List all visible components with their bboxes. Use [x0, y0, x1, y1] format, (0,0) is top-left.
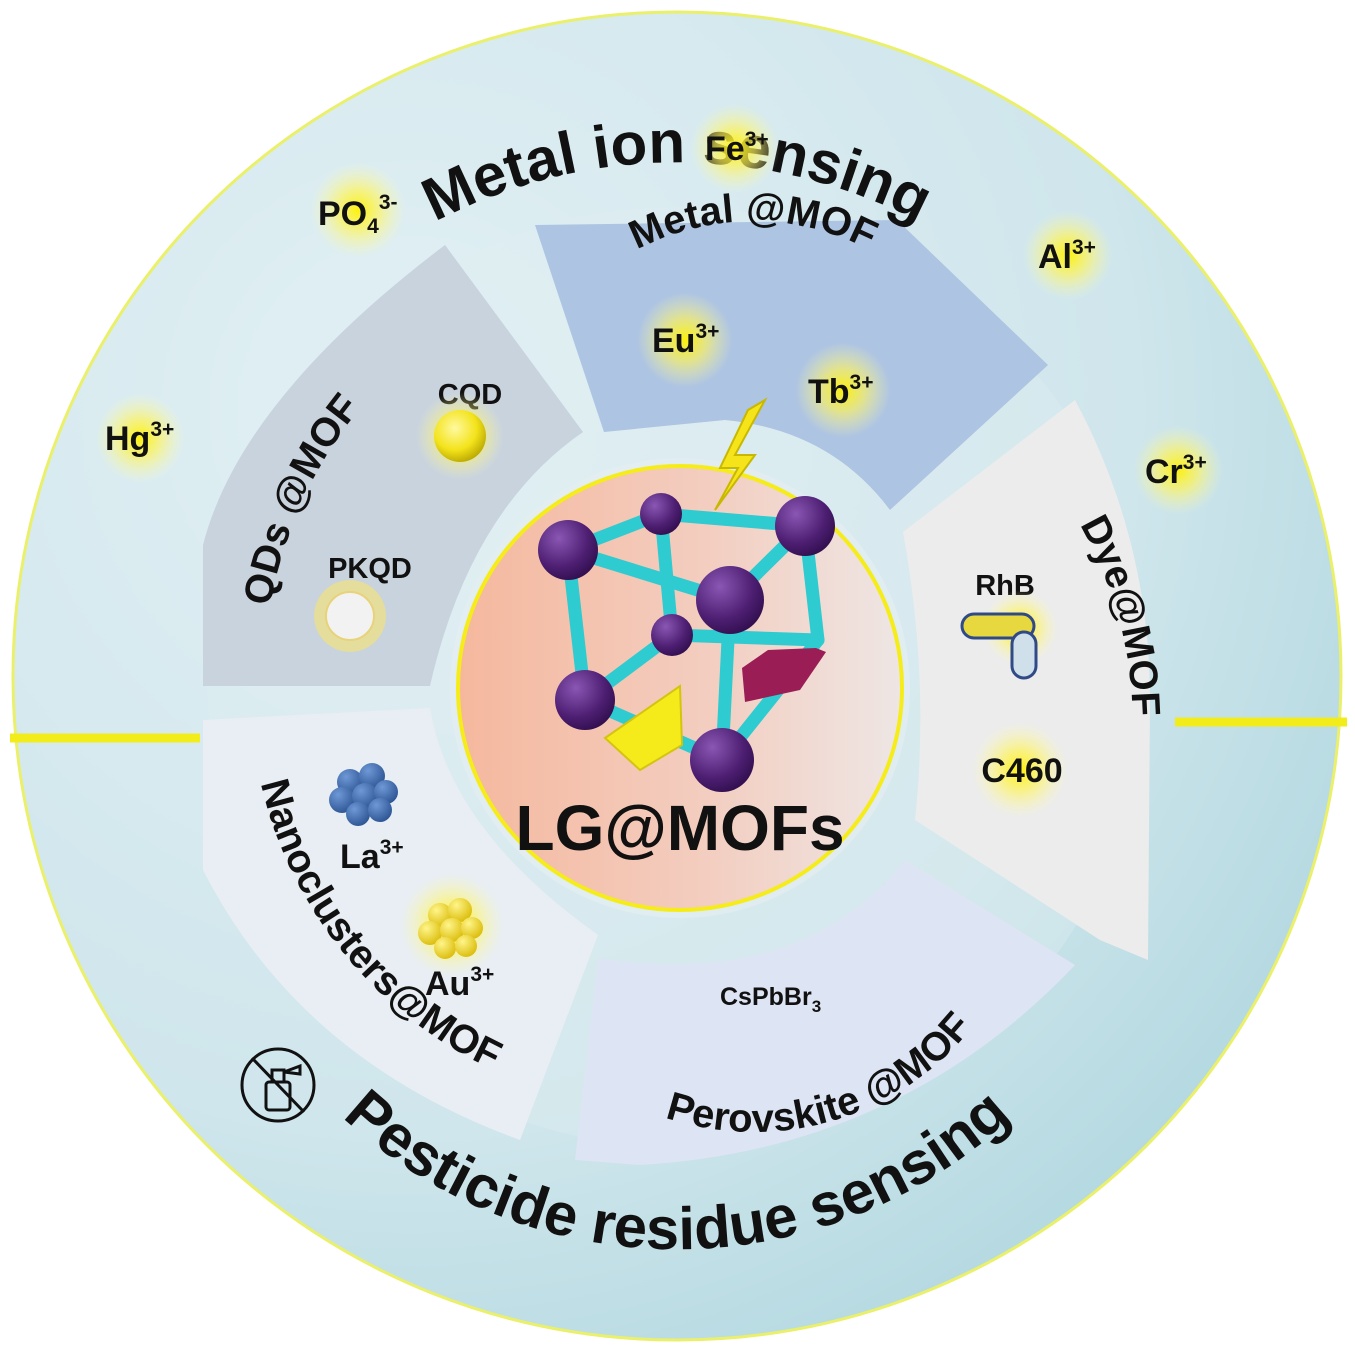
- svg-text:PO43-: PO43-: [318, 191, 398, 238]
- perovskite-formula: CsPbBr3: [720, 983, 821, 1016]
- svg-text:Tb3+: Tb3+: [808, 371, 874, 411]
- ion-tb: Tb3+: [795, 342, 891, 438]
- ion-fe: Fe3+: [690, 103, 780, 193]
- svg-text:Fe3+: Fe3+: [705, 128, 769, 168]
- la-cluster-icon: [329, 763, 398, 826]
- c460-label: C460: [981, 752, 1062, 790]
- mof-nodes: [538, 493, 835, 792]
- segment-metal: [535, 220, 1048, 510]
- c460-glow: [972, 722, 1068, 818]
- ion-eu: Eu3+: [637, 292, 733, 388]
- pkqd-dot: [325, 591, 375, 641]
- segment-perovskite: [575, 860, 1075, 1165]
- segment-dye: [903, 400, 1150, 960]
- guest-yellow-shape: [603, 684, 684, 772]
- no-pesticide-spray-icon: [240, 1047, 316, 1123]
- cqd-dot: [434, 410, 486, 462]
- ion-po4: PO43-: [310, 162, 406, 258]
- ion-la: La3+: [340, 836, 404, 876]
- pkqd-label: PKQD: [328, 553, 412, 585]
- svg-text:Cr3+: Cr3+: [1145, 451, 1207, 491]
- svg-text:Hg3+: Hg3+: [105, 418, 174, 458]
- svg-text:Eu3+: Eu3+: [652, 320, 719, 360]
- au-cluster-icon: [418, 898, 483, 959]
- guest-magenta-shape: [742, 648, 826, 702]
- ion-hg: Hg3+: [95, 393, 185, 483]
- svg-text:Al3+: Al3+: [1038, 236, 1096, 276]
- ion-au: Au3+: [425, 963, 494, 1003]
- center-label: LG@MOFs: [515, 792, 844, 864]
- segment-qds: [203, 245, 583, 686]
- rhb-tube-icon: [960, 612, 1038, 680]
- ion-cr: Cr3+: [1133, 425, 1223, 515]
- ion-al: Al3+: [1023, 210, 1113, 300]
- lightning-bolt-icon: [714, 397, 768, 511]
